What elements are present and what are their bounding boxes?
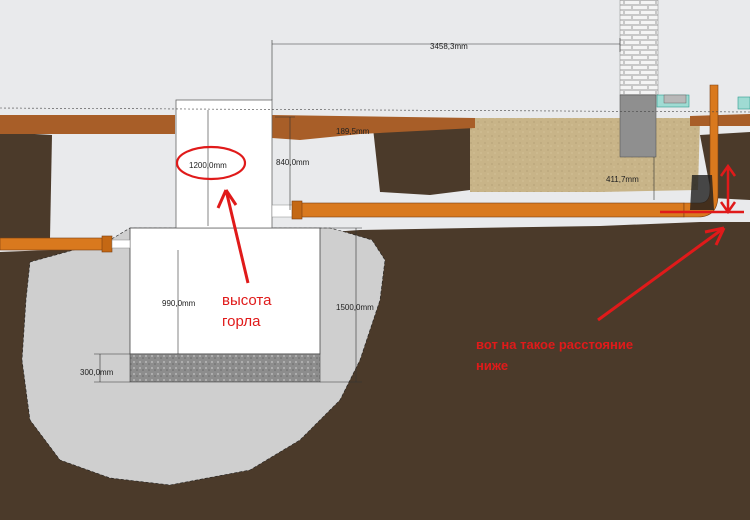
elbow-gravel <box>690 175 714 210</box>
dim-pit-depth: 1500,0mm <box>336 303 374 312</box>
tank-body <box>129 227 321 355</box>
outlet-sleeve <box>271 204 295 218</box>
outlet-pipe-coupling <box>291 200 303 220</box>
right-note-line1: вот на такое расстояние <box>476 337 633 352</box>
level-offset-arrow <box>719 163 737 215</box>
neck-arrow-shaft <box>224 189 250 284</box>
ground-level-line <box>0 107 750 113</box>
dim-top-span: 3458,3mm <box>430 42 468 51</box>
right-arrow-shaft <box>597 226 725 322</box>
right-arrow-head <box>704 226 726 246</box>
right-note-line2: ниже <box>476 358 508 373</box>
ground-strip-right <box>690 114 750 126</box>
dim-base-slab: 300,0mm <box>80 368 114 377</box>
soil-left-upper <box>0 132 52 240</box>
brick-wall <box>619 0 659 96</box>
tank-neck <box>175 99 273 229</box>
dim-top-layer: 189,5mm <box>336 127 370 136</box>
soil-middle-upper <box>373 128 470 195</box>
dimension-lines <box>94 38 655 383</box>
ground-strip-middle <box>272 115 475 140</box>
dim-neck-inside: 1200,0mm <box>189 161 227 170</box>
sand-fill <box>470 118 700 192</box>
neck-highlight-circle <box>175 145 247 181</box>
outlet-pipe <box>293 202 685 218</box>
wall-foundation <box>619 94 657 158</box>
dim-neck-outer: 840,0mm <box>276 158 310 167</box>
inlet-sleeve <box>111 239 131 249</box>
wall-block <box>663 94 687 104</box>
dim-small-right: 411,7mm <box>606 175 639 184</box>
base-slab <box>129 353 321 383</box>
inlet-pipe <box>0 237 111 251</box>
dim-tank-height: 990,0mm <box>162 299 196 308</box>
neck-arrow-head <box>216 189 238 209</box>
neck-note-line1: высота <box>222 292 272 309</box>
neck-note-line2: горла <box>222 313 261 330</box>
inlet-pipe-coupling <box>101 235 113 253</box>
ground-strip-left <box>0 115 175 134</box>
insulation-strip-right <box>737 96 750 110</box>
